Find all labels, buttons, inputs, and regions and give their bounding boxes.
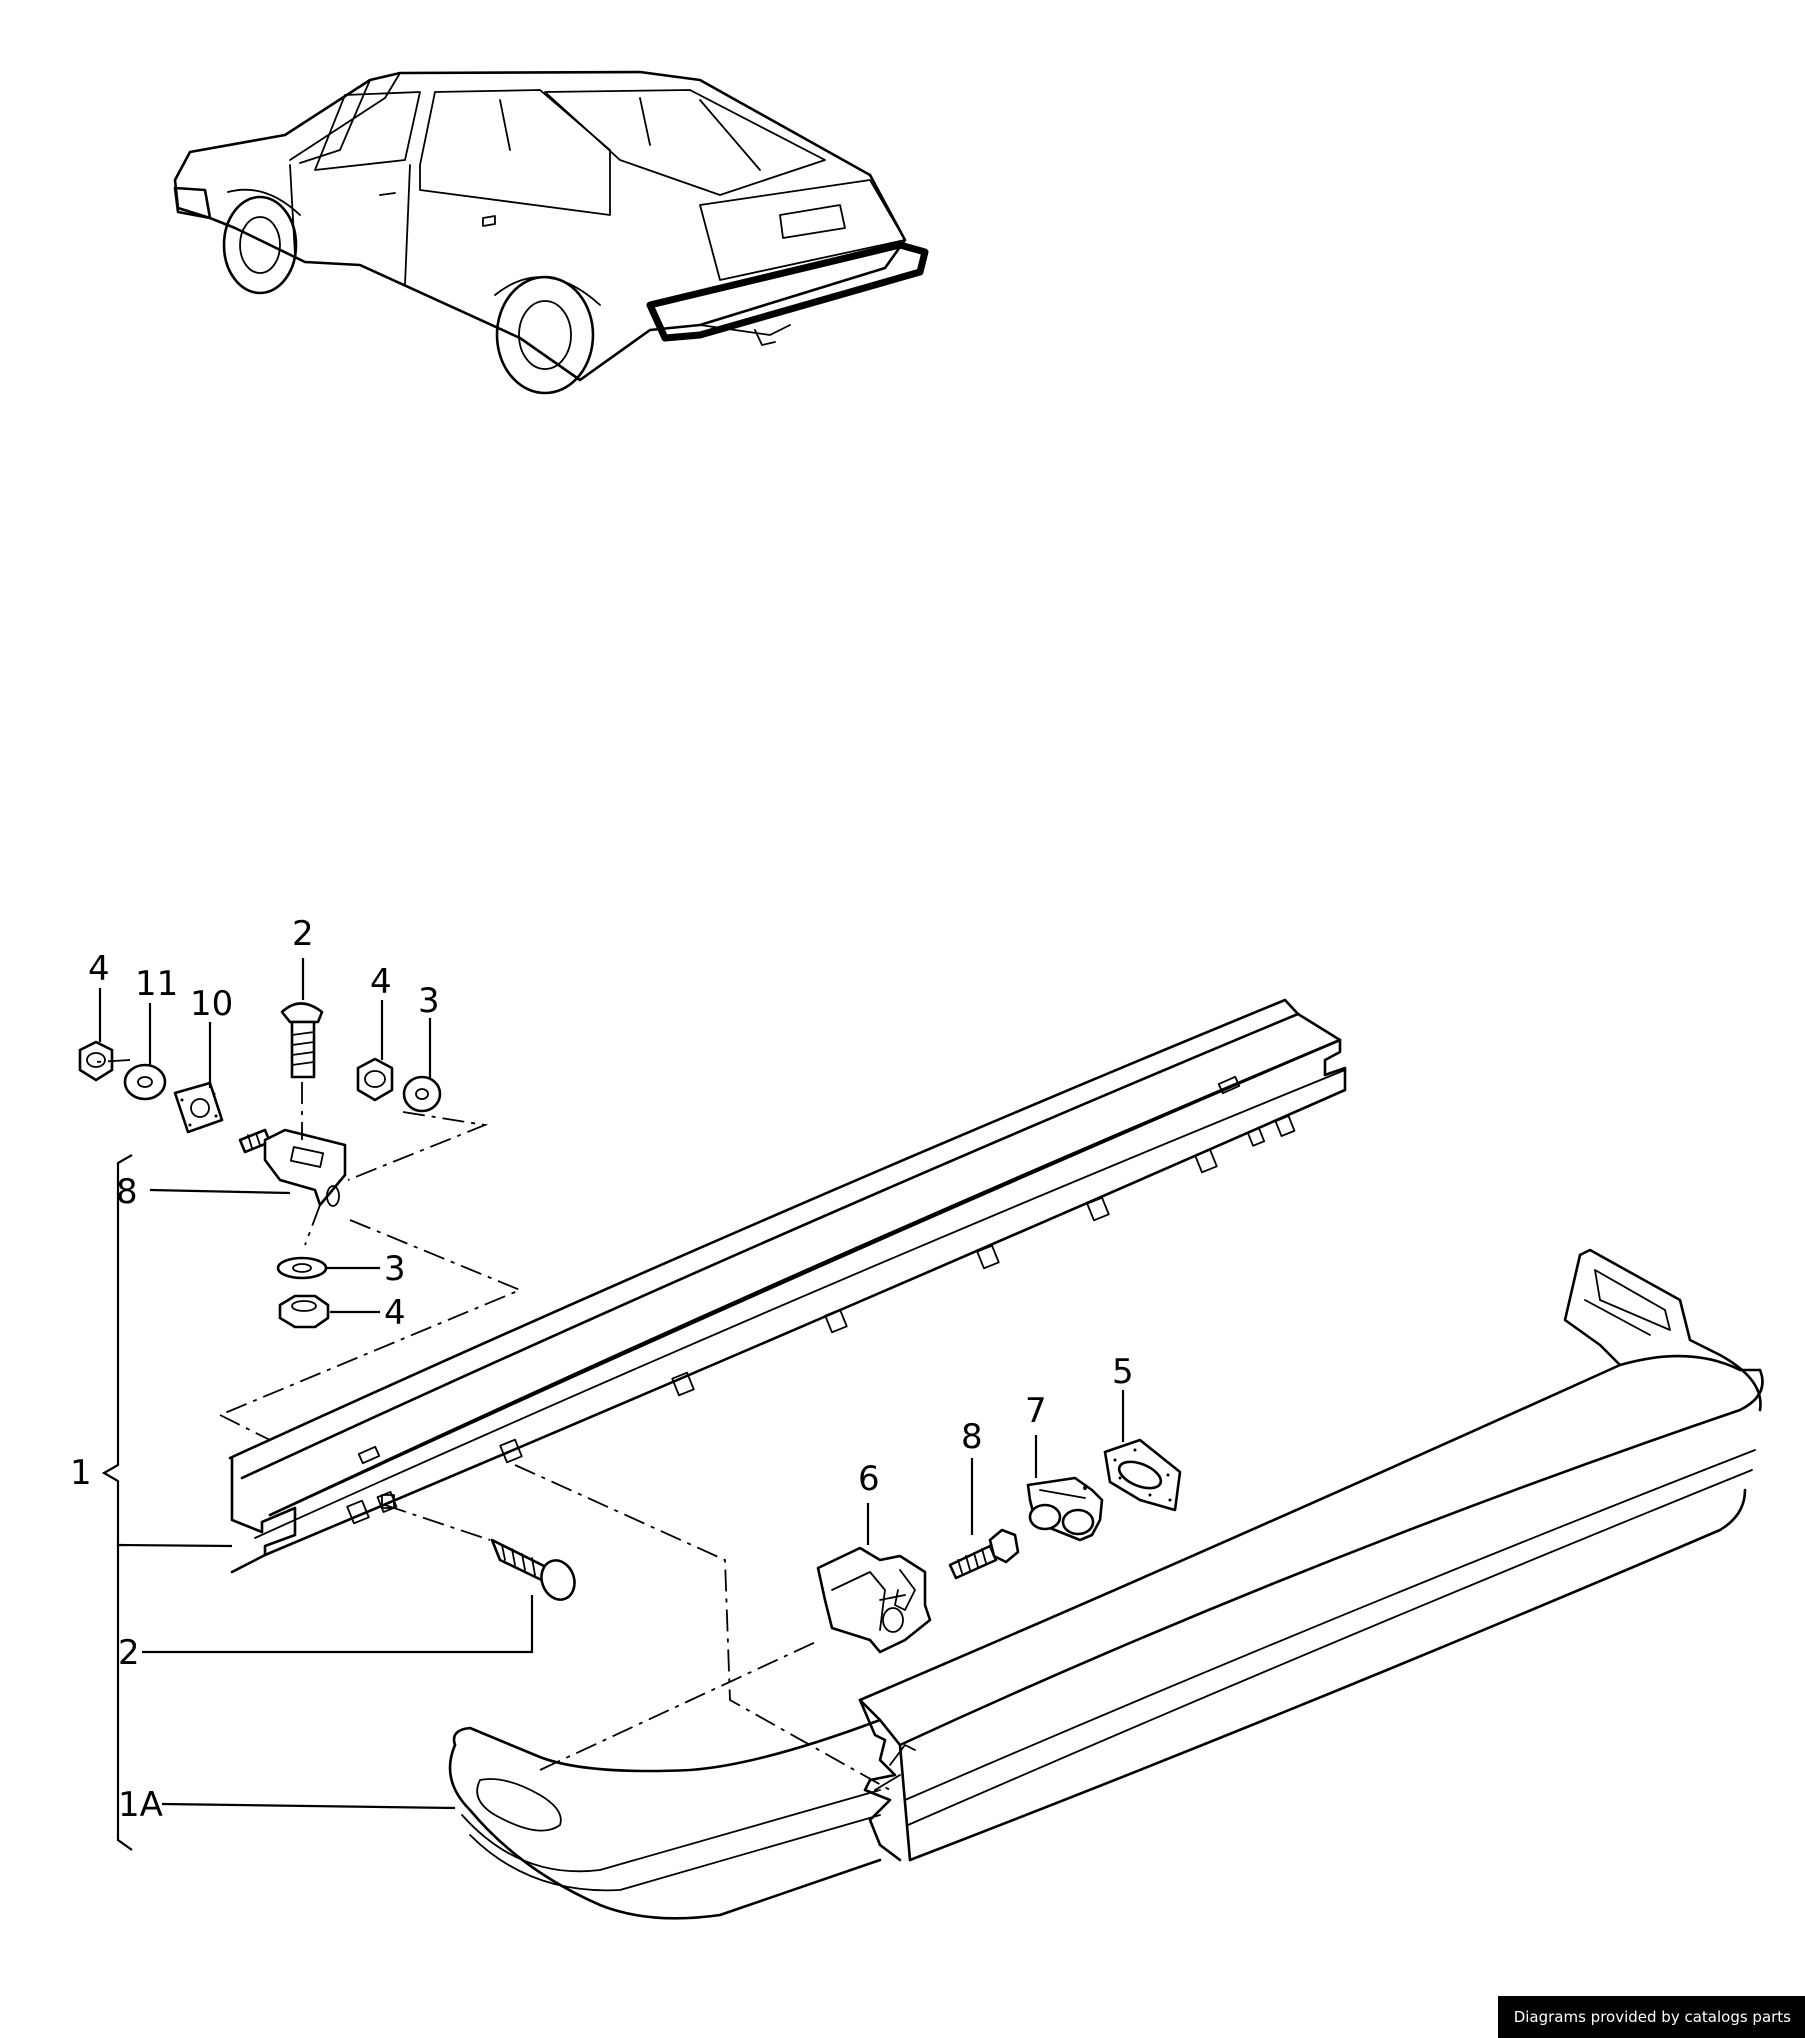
bumper-reinforcement-beam xyxy=(228,998,1347,1574)
callout-1a: 1A xyxy=(118,1785,163,1825)
plate-part-10 xyxy=(173,1081,224,1134)
gasket-part-5 xyxy=(1103,1438,1182,1512)
callout-5: 5 xyxy=(1112,1352,1134,1392)
vehicle-overview-illustration xyxy=(173,70,929,395)
bumper-cover xyxy=(448,1248,1764,1920)
callout-3-top: 3 xyxy=(418,981,440,1021)
callout-labels: 4 11 10 2 4 3 8 3 4 1 2 1A 6 8 7 5 xyxy=(70,914,1134,1825)
diagram-credit: Diagrams provided by catalogs parts xyxy=(1497,1996,1805,2038)
bolt-part-2-top xyxy=(280,1002,324,1079)
leader-lines xyxy=(98,958,1125,1851)
callout-2-left: 2 xyxy=(118,1633,140,1673)
washer-part-11 xyxy=(123,1063,167,1101)
callout-8: 8 xyxy=(961,1417,983,1457)
bracket-part-9 xyxy=(238,1128,347,1207)
callout-6: 6 xyxy=(858,1459,880,1499)
clip-part-6 xyxy=(816,1546,932,1654)
washer-part-3-top xyxy=(402,1075,442,1113)
plug-part-7 xyxy=(1026,1476,1104,1542)
callout-9: 8 xyxy=(116,1172,138,1212)
callout-10: 10 xyxy=(190,984,233,1024)
screw-part-8 xyxy=(948,1528,1020,1580)
hex-nut-part-4-topleft xyxy=(78,1040,114,1082)
bolt-part-2-lower xyxy=(490,1538,576,1601)
callout-1: 1 xyxy=(70,1453,92,1493)
hex-nut-part-4-mid xyxy=(278,1294,330,1329)
callout-4-mid: 4 xyxy=(384,1293,406,1333)
callout-4-topleft: 4 xyxy=(88,949,110,989)
callout-3-mid: 3 xyxy=(384,1249,406,1289)
callout-11: 11 xyxy=(135,964,178,1004)
callout-7: 7 xyxy=(1025,1391,1047,1431)
callout-4-topmid: 4 xyxy=(370,962,392,1002)
washer-part-3-mid xyxy=(276,1256,328,1280)
callout-2-top: 2 xyxy=(292,914,314,954)
alignment-lines xyxy=(95,1059,891,1791)
hex-nut-part-4-topmid xyxy=(356,1057,394,1102)
